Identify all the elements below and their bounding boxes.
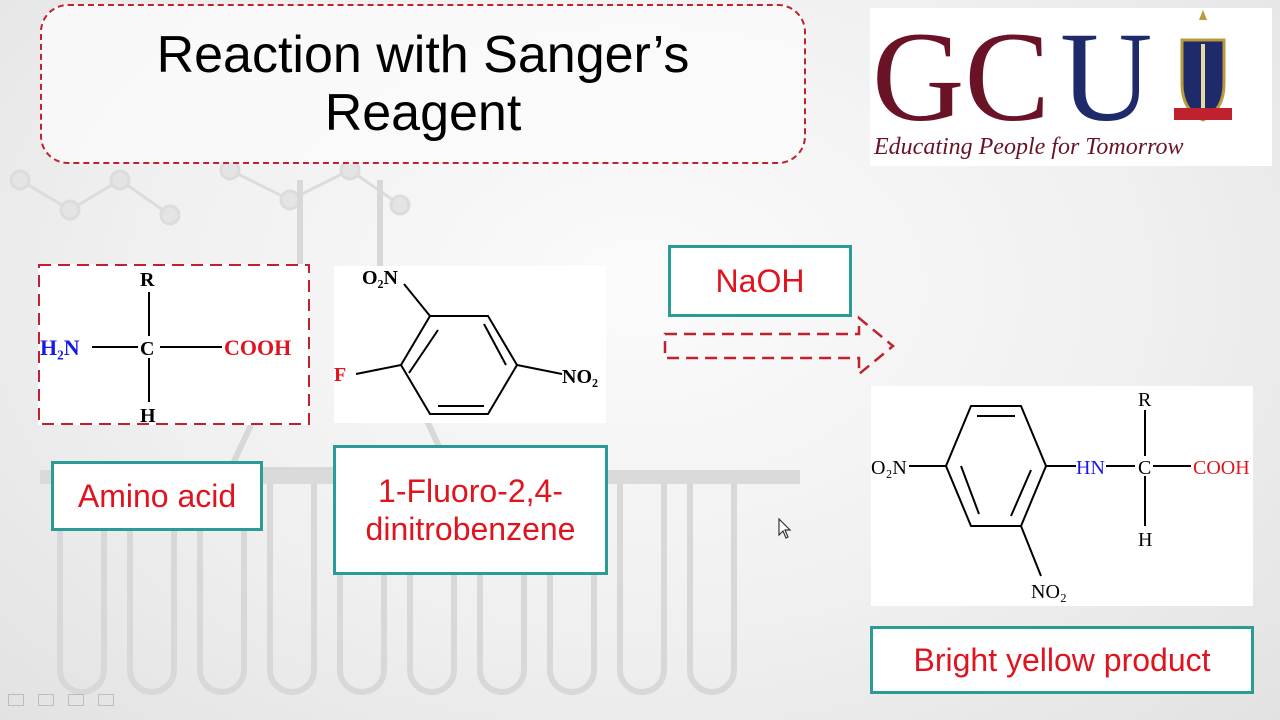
- next-slide-icon[interactable]: [38, 694, 54, 706]
- sanger-reagent-label-text: 1-Fluoro-2,4-dinitrobenzene: [365, 473, 576, 547]
- naoh-label: NaOH: [668, 245, 852, 317]
- product-cooh-group: COOH: [1193, 457, 1250, 479]
- amino-cooh-group: COOH: [224, 335, 291, 360]
- reagent-o2n-group: O₂N: [362, 267, 399, 289]
- reaction-arrow-icon: [663, 315, 895, 377]
- product-structure: O₂N HN C R H COOH NO₂: [871, 386, 1253, 606]
- slide-title-box: Reaction with Sanger’s Reagent: [40, 4, 806, 164]
- sanger-reagent-structure: O₂N F NO₂: [334, 266, 606, 423]
- university-logo: GC U Educating People for Tomorrow: [870, 8, 1272, 166]
- svg-text:U: U: [1060, 8, 1152, 133]
- amino-h-atom: H: [140, 405, 156, 425]
- product-hn-group: HN: [1076, 457, 1105, 479]
- logo-wordmark: GC U: [872, 8, 1152, 133]
- previous-slide-icon[interactable]: [8, 694, 24, 706]
- slideshow-toolbar[interactable]: [8, 694, 114, 706]
- amino-h2n-atom: H₂N: [40, 335, 80, 360]
- reagent-no2-group: NO₂: [562, 366, 598, 388]
- svg-text:GC: GC: [872, 8, 1050, 133]
- logo-tagline: Educating People for Tomorrow: [874, 134, 1184, 160]
- product-c-atom: C: [1138, 457, 1151, 479]
- slide-menu-icon[interactable]: [98, 694, 114, 706]
- product-h-atom: H: [1138, 529, 1152, 551]
- naoh-label-text: NaOH: [715, 263, 805, 299]
- product-label-text: Bright yellow product: [913, 642, 1211, 678]
- amino-r-atom: R: [140, 269, 155, 291]
- amino-c-atom: C: [140, 338, 154, 360]
- product-no2-group: NO₂: [1031, 581, 1067, 603]
- product-r-atom: R: [1138, 389, 1152, 411]
- product-label: Bright yellow product: [870, 626, 1254, 694]
- amino-acid-structure: R H₂N C H COOH: [38, 264, 310, 427]
- mouse-cursor-icon: [778, 518, 792, 539]
- slide-title: Reaction with Sanger’s Reagent: [156, 26, 690, 142]
- pen-tool-icon[interactable]: [68, 694, 84, 706]
- amino-acid-label: Amino acid: [51, 461, 263, 531]
- university-crest-icon: [1174, 10, 1232, 122]
- amino-acid-label-text: Amino acid: [77, 478, 237, 514]
- sanger-reagent-label: 1-Fluoro-2,4-dinitrobenzene: [333, 445, 608, 575]
- product-o2n-group: O₂N: [871, 457, 907, 479]
- reagent-f-atom: F: [334, 364, 346, 386]
